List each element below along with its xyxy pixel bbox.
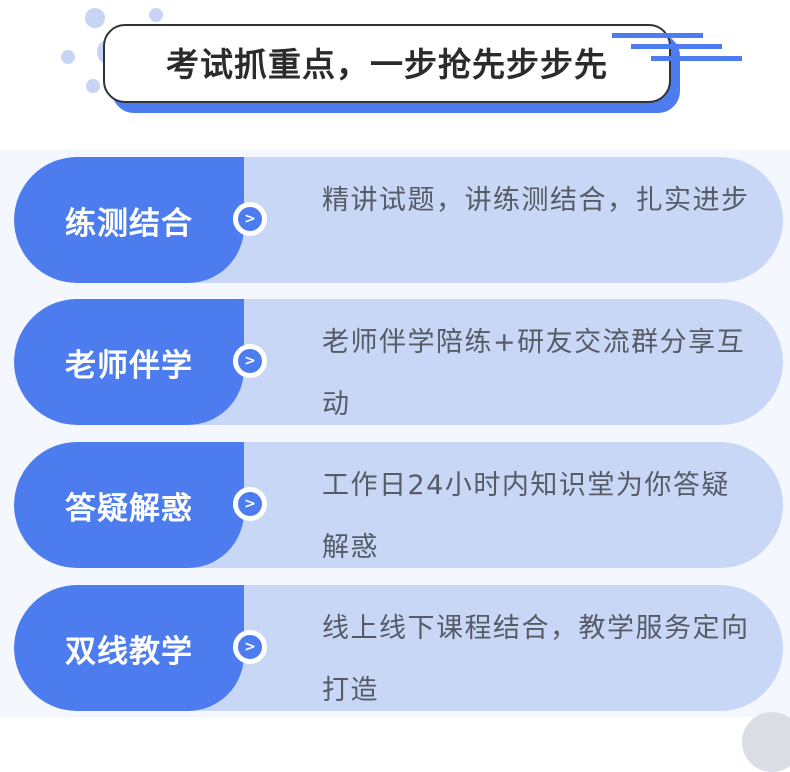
floating-action-button[interactable] xyxy=(742,712,790,772)
card-label: 练测结合 xyxy=(65,205,193,242)
decor-dot-icon xyxy=(86,79,100,93)
card-label: 双线教学 xyxy=(65,633,193,670)
feature-card-dual-teaching[interactable]: 双线教学 > 线上线下课程结合，教学服务定向打造 xyxy=(14,585,783,711)
header-banner: 考试抓重点，一步抢先步步先 xyxy=(0,0,790,150)
card-description: 精讲试题，讲练测结合，扎实进步 xyxy=(322,185,750,216)
card-description: 老师伴学陪练+研友交流群分享互动 xyxy=(322,327,746,420)
page-title: 考试抓重点，一步抢先步步先 xyxy=(166,44,608,84)
card-label-block: 双线教学 xyxy=(14,585,244,711)
chevron-right-circle-icon[interactable]: > xyxy=(233,344,267,378)
decor-dot-icon xyxy=(85,8,105,28)
decor-dot-icon xyxy=(61,50,75,64)
decor-line-icon xyxy=(651,56,742,61)
card-label-block: 答疑解惑 xyxy=(14,442,244,568)
decor-dot-icon xyxy=(149,8,163,22)
decor-line-icon xyxy=(612,33,703,38)
chevron-right-circle-icon[interactable]: > xyxy=(233,487,267,521)
card-label: 答疑解惑 xyxy=(65,490,193,527)
card-description: 线上线下课程结合，教学服务定向打造 xyxy=(322,613,750,706)
feature-card-qa[interactable]: 答疑解惑 > 工作日24小时内知识堂为你答疑解惑 xyxy=(14,442,783,568)
feature-card-teacher[interactable]: 老师伴学 > 老师伴学陪练+研友交流群分享互动 xyxy=(14,299,783,425)
title-box: 考试抓重点，一步抢先步步先 xyxy=(103,24,671,103)
feature-list: 练测结合 > 精讲试题，讲练测结合，扎实进步 老师伴学 > 老师伴学陪练+研友交… xyxy=(0,150,790,717)
feature-card-practice[interactable]: 练测结合 > 精讲试题，讲练测结合，扎实进步 xyxy=(14,157,783,283)
card-label-block: 老师伴学 xyxy=(14,299,244,425)
card-description: 工作日24小时内知识堂为你答疑解惑 xyxy=(322,470,730,563)
card-label: 老师伴学 xyxy=(65,347,193,384)
chevron-right-circle-icon[interactable]: > xyxy=(233,630,267,664)
card-label-block: 练测结合 xyxy=(14,157,244,283)
decor-line-icon xyxy=(631,44,722,49)
chevron-right-circle-icon[interactable]: > xyxy=(233,202,267,236)
